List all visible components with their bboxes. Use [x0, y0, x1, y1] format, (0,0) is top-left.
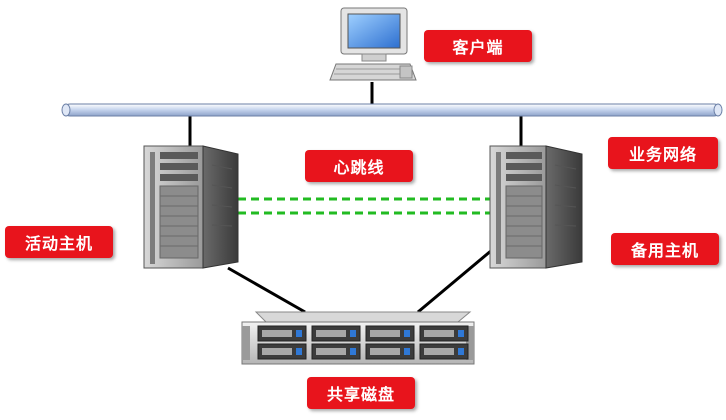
standby-disk-link — [417, 248, 493, 314]
disk-led — [350, 330, 356, 337]
business-network-label: 业务网络 — [608, 137, 718, 169]
active-host-label: 活动主机 — [5, 226, 113, 258]
client-label: 客户端 — [424, 30, 532, 62]
disk-bays — [257, 325, 469, 360]
disk-slot — [316, 348, 346, 355]
disk-slot — [262, 348, 292, 355]
rack-storage-icon — [241, 311, 475, 365]
disk-led — [296, 330, 302, 337]
disk-slot — [424, 330, 454, 337]
tower-server-icon — [489, 145, 583, 269]
active-disk-link — [227, 266, 306, 314]
disk-led — [458, 348, 464, 355]
disk-led — [458, 330, 464, 337]
disk-slot — [316, 330, 346, 337]
network-bus — [61, 103, 723, 117]
heartbeat-label: 心跳线 — [305, 150, 413, 182]
disk-slot — [262, 330, 292, 337]
disk-led — [404, 348, 410, 355]
disk-slot — [370, 330, 400, 337]
disk-slot — [424, 348, 454, 355]
shared-disk-label: 共享磁盘 — [307, 377, 415, 409]
desktop-computer-icon — [329, 7, 417, 81]
disk-slot — [370, 348, 400, 355]
disk-led — [350, 348, 356, 355]
standby-host-label: 备用主机 — [611, 233, 719, 265]
disk-led — [404, 330, 410, 337]
disk-led — [296, 348, 302, 355]
tower-server-icon — [143, 145, 239, 269]
connections — [188, 82, 523, 314]
